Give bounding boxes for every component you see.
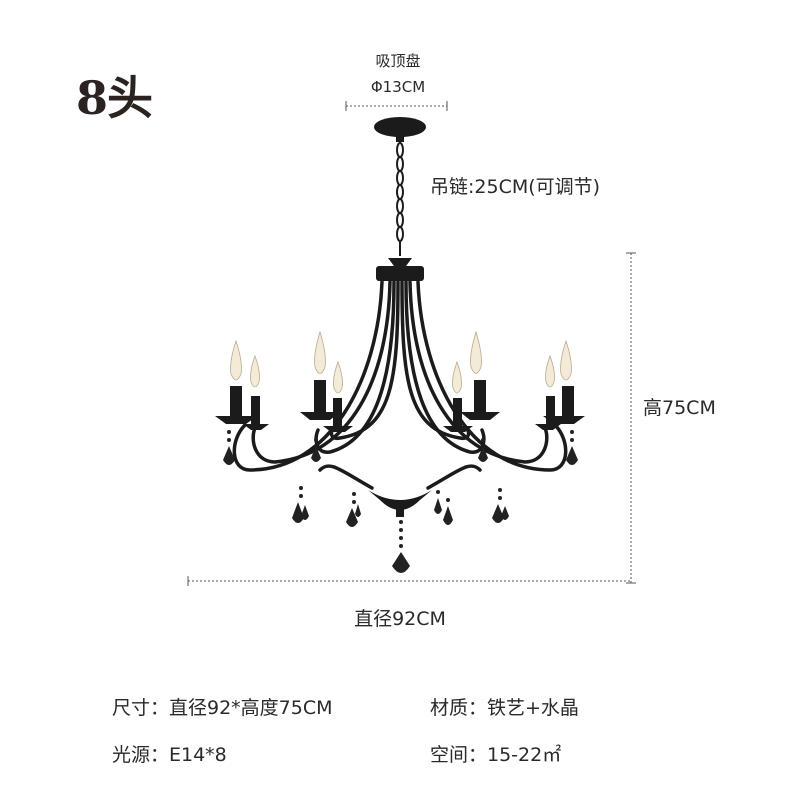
candle-cups [215,380,585,432]
spec-material: 材质：铁艺+水晶 [430,697,579,719]
central-column [368,258,432,517]
chain-length-label: 吊链:25CM(可调节) [430,176,601,198]
diameter-dimension-line [187,576,631,586]
crystal-drops [223,430,578,573]
spec-space: 空间：15-22㎡ [430,744,562,766]
canopy-label: 吸顶盘 [375,52,421,70]
ceiling-canopy [374,117,426,142]
spec-light-source: 光源：E14*8 [112,744,227,766]
spec-size: 尺寸：直径92*高度75CM [112,697,333,719]
product-head-count: 8头 [76,71,153,125]
canopy-size: Φ13CM [370,78,426,96]
height-label: 高75CM [643,397,716,419]
diameter-label: 直径92CM [354,608,446,630]
candle-bulbs [230,330,572,394]
canopy-dimension-line [345,101,448,111]
hanging-chain [396,142,404,256]
chandelier-arms [232,280,568,490]
height-dimension-line [626,252,636,584]
